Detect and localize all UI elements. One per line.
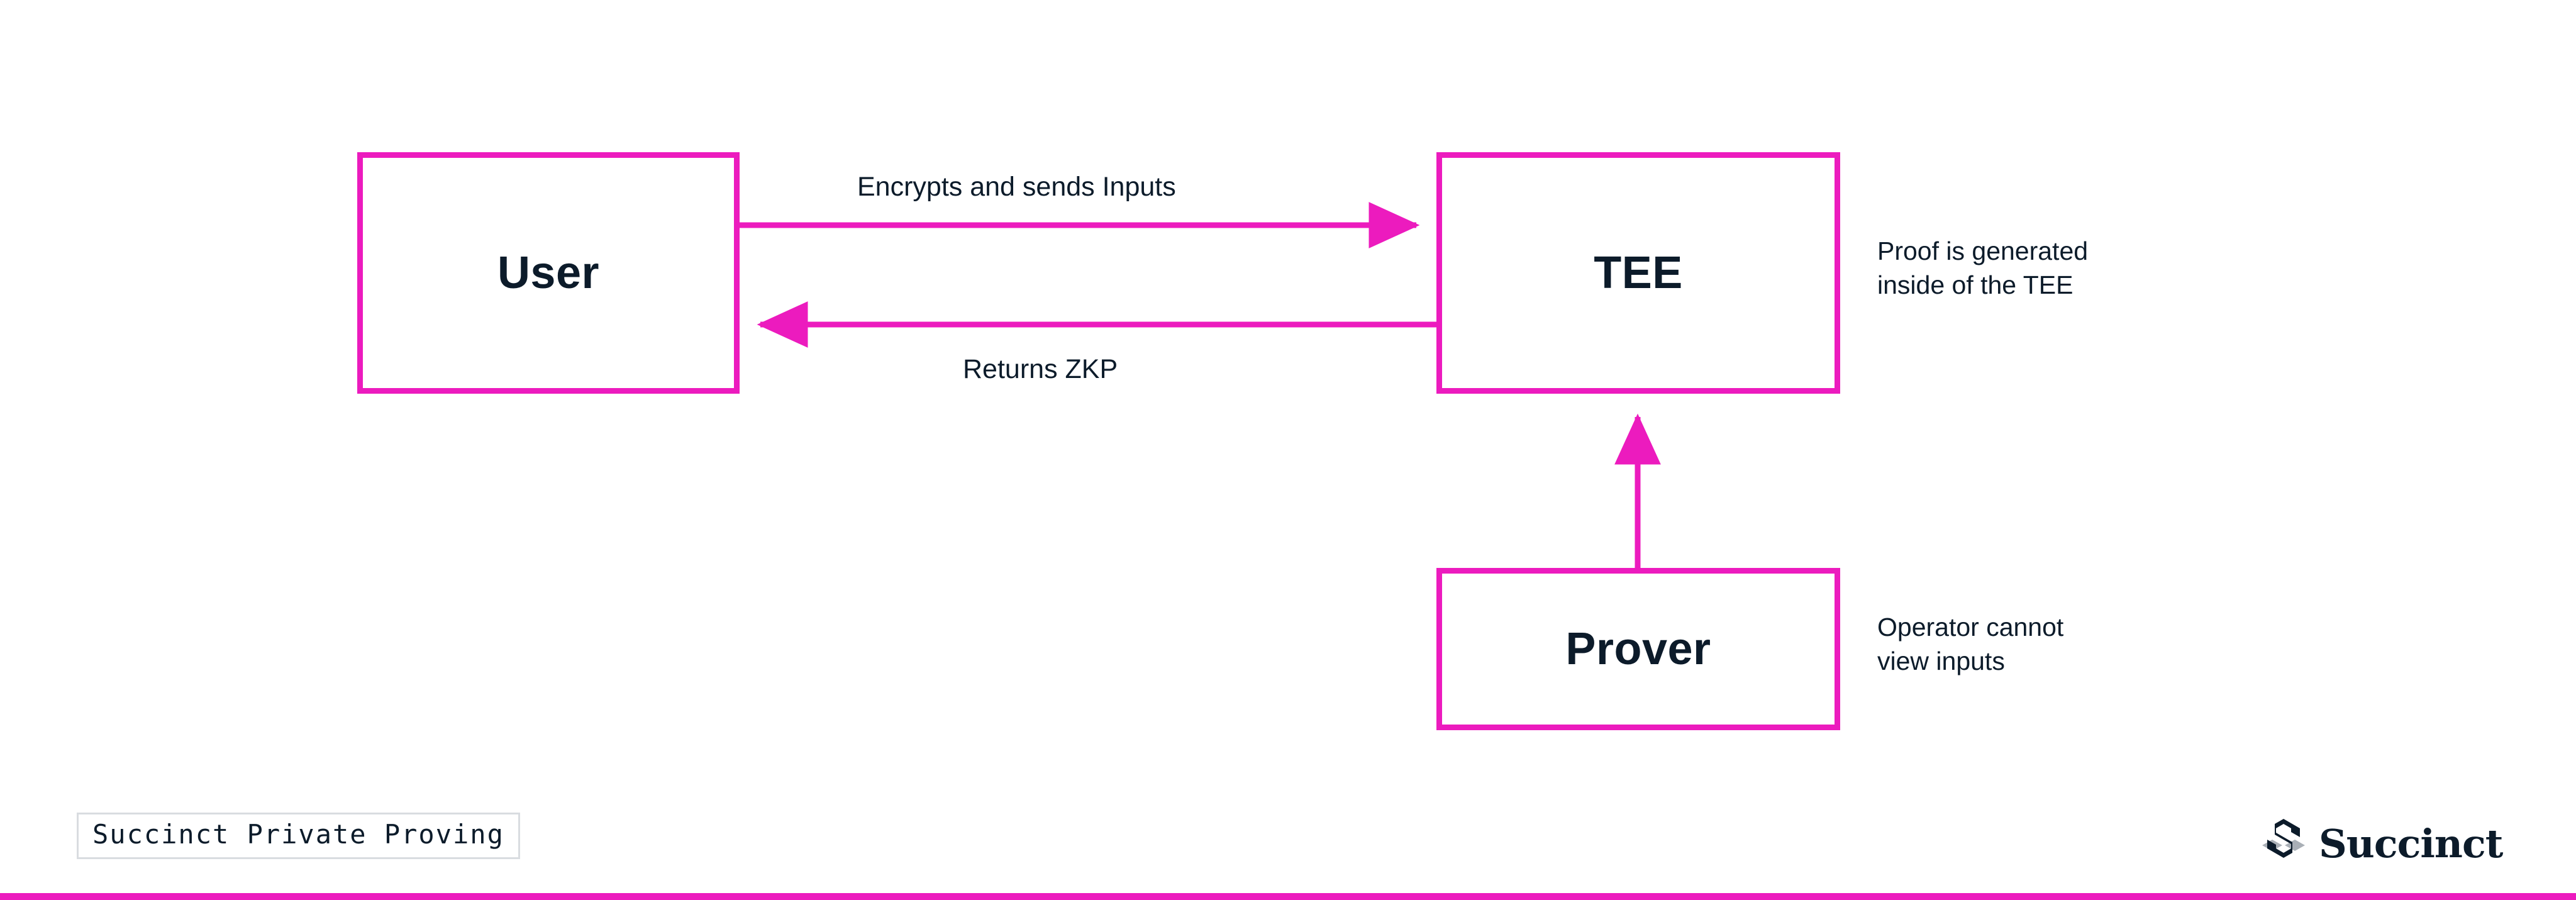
bottom-accent-rule xyxy=(0,893,2576,900)
edge-label-user-to-tee: Encrypts and sends Inputs xyxy=(857,172,1176,202)
node-user-label: User xyxy=(497,248,600,298)
edge-label-tee-to-user: Returns ZKP xyxy=(963,354,1118,384)
brand-lockup: Succinct xyxy=(2261,818,2503,870)
succinct-logo-icon-svg xyxy=(2262,819,2305,858)
caption-text: Succinct Private Proving xyxy=(92,819,504,850)
node-prover[interactable]: Prover xyxy=(1436,568,1840,730)
node-user[interactable]: User xyxy=(357,152,740,394)
annotation-tee-note: Proof is generated inside of the TEE xyxy=(1877,236,2089,300)
caption-chip: Succinct Private Proving xyxy=(77,813,520,860)
annotation-prover-note: Operator cannot view inputs xyxy=(1877,613,2064,676)
node-prover-label: Prover xyxy=(1565,624,1711,674)
node-tee[interactable]: TEE xyxy=(1436,152,1840,394)
succinct-logo-icon xyxy=(2261,818,2306,870)
brand-wordmark: Succinct xyxy=(2319,821,2503,867)
node-tee-label: TEE xyxy=(1594,248,1683,298)
